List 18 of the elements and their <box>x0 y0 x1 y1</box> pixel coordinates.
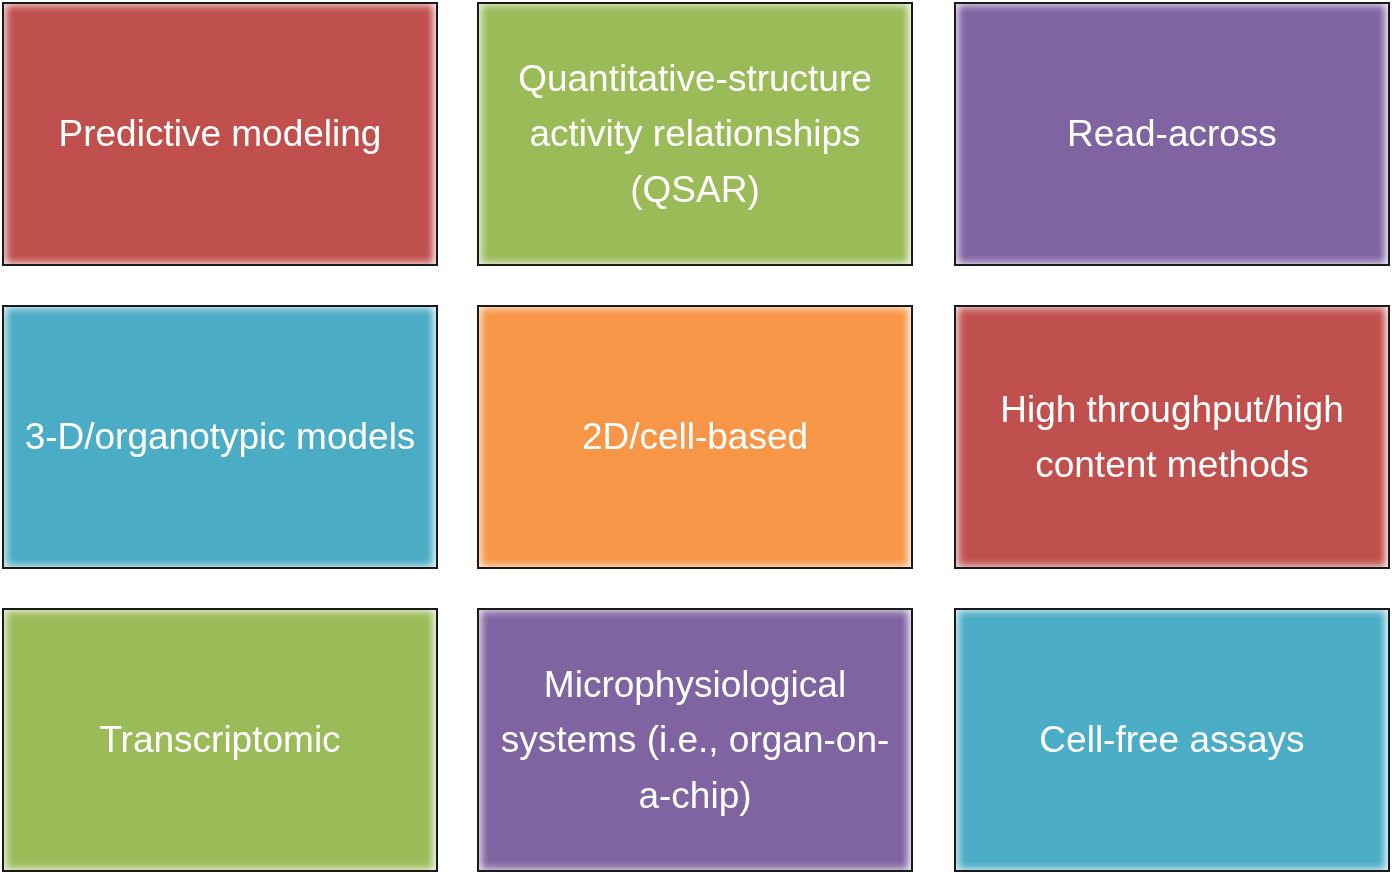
category-box <box>477 608 913 872</box>
category-box <box>2 2 438 266</box>
category-box <box>2 305 438 569</box>
box-label: 2D/cell-based <box>581 415 809 460</box>
category-box <box>2 608 438 872</box>
box-label: Read-across <box>1067 112 1277 157</box>
category-box <box>954 2 1390 266</box>
box-label: Predictive modeling <box>58 112 382 157</box>
category-box <box>477 2 913 266</box>
category-box <box>954 608 1390 872</box>
box-label: Cell-free assays <box>1039 718 1305 763</box>
category-box <box>477 305 913 569</box>
box-label: Quantitative-structure activity relationships (QSAR) <box>517 56 873 212</box>
category-box <box>954 305 1390 569</box>
box-label: Microphysiological systems (i.e., organ-on-a-chip) <box>499 662 891 818</box>
box-label: Transcriptomic <box>99 718 341 763</box>
box-label: 3-D/organotypic models <box>24 415 416 460</box>
box-label: High throughput/high content methods <box>999 387 1345 487</box>
